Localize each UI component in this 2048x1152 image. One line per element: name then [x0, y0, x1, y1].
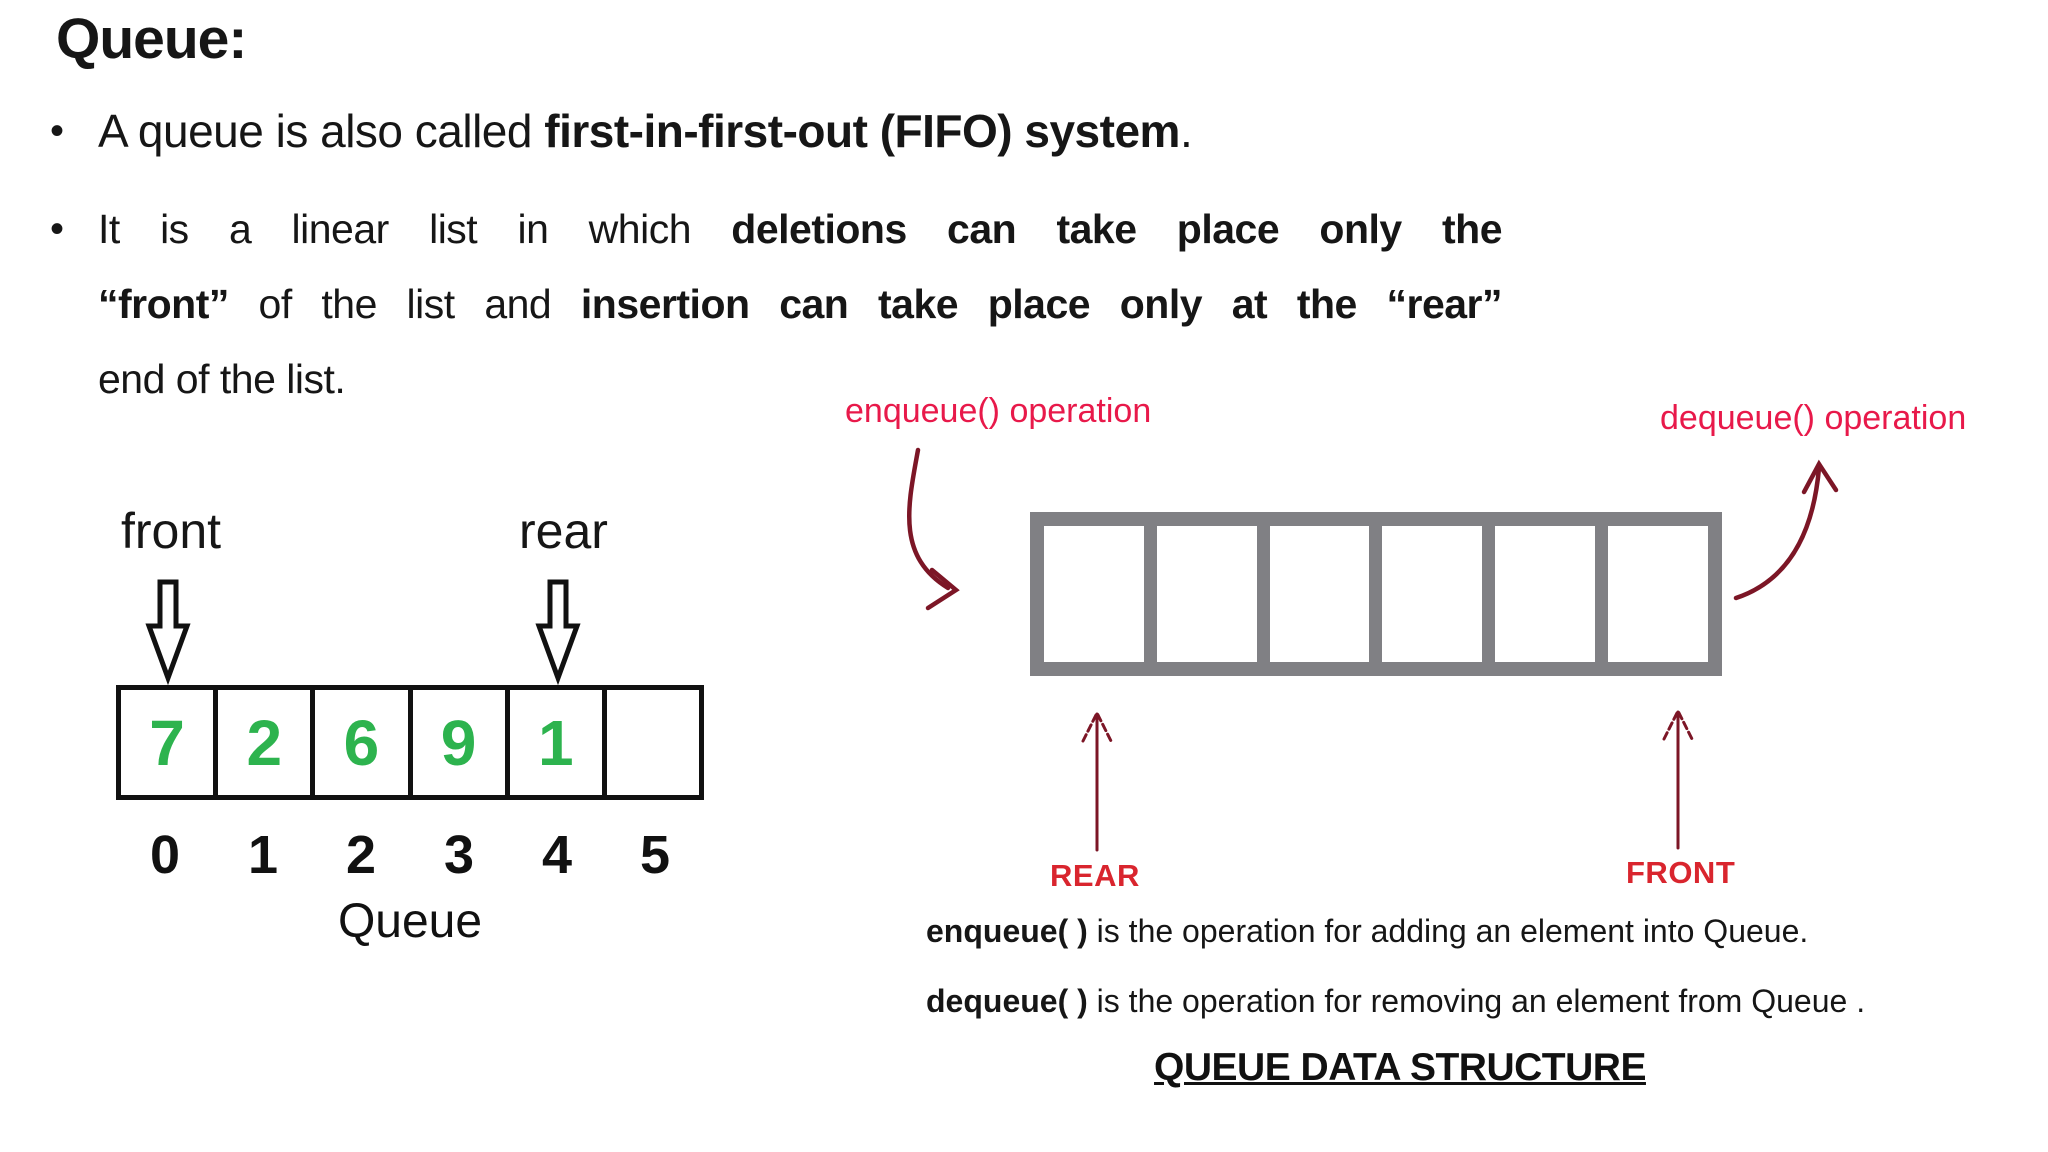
line2-bold-front: “front”	[98, 281, 229, 327]
enqueue-definition-term: enqueue( )	[926, 913, 1088, 949]
bullet-fifo-text-normal: A queue is also called	[98, 105, 545, 157]
front-up-arrow-icon	[1662, 707, 1694, 850]
enqueue-definition: enqueue( ) is the operation for adding a…	[926, 913, 1808, 950]
bullet-marker: •	[50, 207, 64, 251]
front-pointer-badge: FRONT	[1626, 855, 1736, 890]
bullet-fifo-text-period: .	[1179, 105, 1193, 157]
queue-cell-2: 6	[315, 690, 413, 795]
queue-structure-array	[1030, 512, 1722, 676]
structure-cell-4	[1495, 526, 1609, 662]
queue-data-structure-caption: QUEUE DATA STRUCTURE	[1154, 1046, 1646, 1089]
bullet-linear-list-line1: It is a linear list in which deletions c…	[98, 192, 1502, 267]
enqueue-curved-arrow-icon	[906, 447, 960, 611]
queue-index-row: 0 1 2 3 4 5	[116, 824, 704, 886]
index-1: 1	[247, 825, 279, 885]
dequeue-curved-arrow-icon	[1733, 459, 1839, 601]
rear-up-arrow-icon	[1081, 709, 1113, 852]
index-2: 2	[345, 825, 377, 885]
queue-cell-4: 1	[510, 690, 607, 795]
bullet-linear-list-line3: end of the list.	[98, 356, 346, 402]
dequeue-definition: dequeue( ) is the operation for removing…	[926, 983, 1865, 1020]
front-pointer-label: front	[121, 503, 222, 559]
bullet-linear-list: • It is a linear list in which deletions…	[50, 192, 1503, 417]
structure-cell-2	[1269, 526, 1383, 662]
index-5: 5	[639, 825, 671, 885]
queue-array: 7 2 6 9 1	[116, 685, 704, 800]
index-0: 0	[149, 825, 181, 885]
bullet-marker: •	[50, 109, 64, 153]
structure-cell-3	[1382, 526, 1496, 662]
rear-pointer-label: rear	[519, 503, 608, 559]
enqueue-operation-label: enqueue() operation	[845, 392, 1152, 430]
page-title: Queue:	[56, 7, 247, 71]
dequeue-operation-label: dequeue() operation	[1660, 399, 1967, 437]
enqueue-definition-text: is the operation for adding an element i…	[1087, 913, 1809, 949]
line2-bold-rear: insertion can take place only at the “re…	[580, 281, 1503, 327]
bullet-fifo: • A queue is also called first-in-first-…	[50, 100, 1193, 162]
queue-cell-0: 7	[121, 690, 219, 795]
line1-bold: deletions can take place only the	[731, 206, 1502, 252]
bullet-linear-list-line2: “front” of the list and insertion can ta…	[98, 267, 1503, 342]
queue-cell-1: 2	[218, 690, 316, 795]
queue-cell-5	[607, 690, 699, 795]
structure-cell-0	[1044, 526, 1157, 662]
line2-normal: of the list and	[228, 281, 581, 327]
dequeue-definition-text: is the operation for removing an element…	[1087, 983, 1866, 1019]
rear-down-arrow-icon	[535, 579, 581, 686]
queue-cell-3: 9	[413, 690, 510, 795]
queue-diagram-caption: Queue	[337, 895, 483, 948]
line1-normal: It is a linear list in which	[98, 206, 732, 252]
structure-cell-5	[1608, 526, 1708, 662]
rear-pointer-badge: REAR	[1050, 858, 1140, 893]
index-4: 4	[541, 825, 573, 885]
bullet-fifo-text-bold: first-in-first-out (FIFO) system	[544, 105, 1180, 157]
dequeue-definition-term: dequeue( )	[926, 983, 1088, 1019]
index-3: 3	[443, 825, 475, 885]
structure-cell-1	[1156, 526, 1270, 662]
front-down-arrow-icon	[145, 579, 191, 686]
